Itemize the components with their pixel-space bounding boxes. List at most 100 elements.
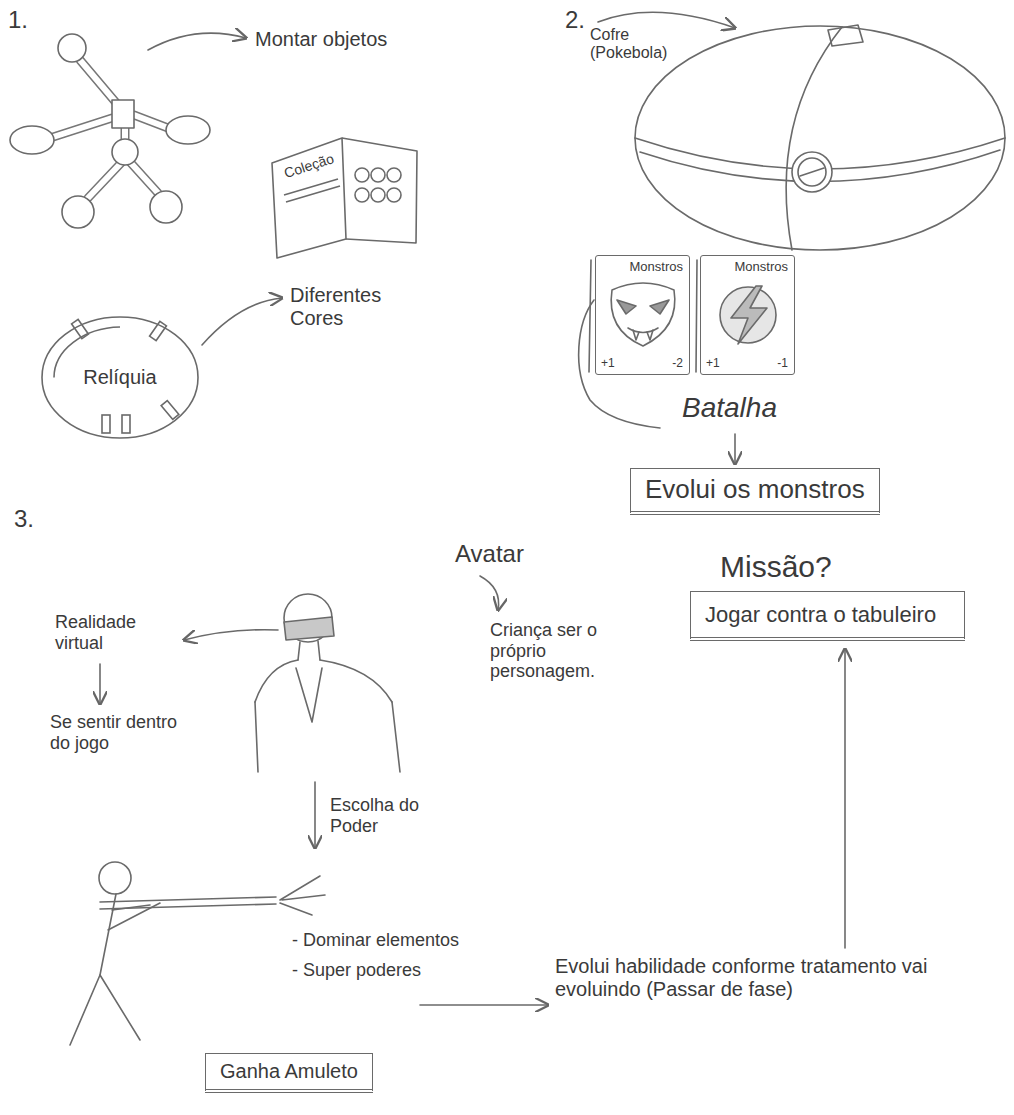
leader-arrow — [148, 33, 246, 50]
avatar-figure — [284, 617, 334, 640]
molecule-object — [130, 162, 158, 193]
note-text: Escolha do Poder — [330, 795, 440, 836]
note-text: Realidade virtual — [55, 612, 175, 653]
card-art — [647, 330, 653, 340]
leader-arrow — [598, 12, 735, 28]
molecule-object — [80, 60, 118, 105]
avatar-figure — [255, 702, 400, 772]
node-text: Monstros — [630, 260, 683, 275]
molecule-object — [112, 100, 134, 128]
card-art — [720, 287, 776, 343]
molecule-object — [121, 128, 130, 140]
molecule-object — [50, 118, 112, 138]
note-text: Avatar — [455, 540, 524, 568]
reward-box: Ganha Amuleto — [205, 1053, 373, 1093]
card-art — [611, 283, 675, 346]
node-text: Jogar contra o tabuleiro — [705, 602, 950, 627]
leader-arrow — [480, 576, 499, 610]
section-number: 3. — [14, 505, 34, 533]
molecule-object — [10, 126, 54, 154]
book-page — [342, 138, 417, 243]
book-page — [272, 138, 346, 258]
relic-gem — [161, 401, 179, 420]
avatar-figure — [296, 668, 322, 722]
result-box: Evolui os monstros — [630, 468, 880, 515]
molecule-object — [134, 115, 168, 128]
molecule-object — [50, 60, 168, 198]
relic-circle: Relíquia — [40, 315, 200, 440]
note-text: Montar objetos — [255, 28, 387, 51]
pokeball-safe — [798, 158, 826, 186]
molecule-object — [150, 191, 182, 223]
flow-arrow — [734, 434, 736, 464]
flow-arrow — [420, 1004, 548, 1006]
power-figure — [99, 862, 131, 894]
collection-slot — [371, 168, 385, 182]
collection-slot — [355, 168, 369, 182]
node-text: Evolui os monstros — [645, 475, 865, 505]
molecule-object — [88, 162, 122, 198]
flow-arrow — [99, 664, 101, 704]
molecule-object — [50, 60, 168, 198]
book-lines — [284, 179, 340, 202]
card-art — [579, 300, 660, 428]
list-item: - Dominar elementos — [292, 930, 459, 951]
flow-arrow — [314, 782, 316, 848]
section-number: 2. — [565, 6, 585, 34]
collection-slot — [371, 188, 385, 202]
relic-gem — [72, 319, 89, 338]
molecule-object — [130, 162, 158, 193]
molecule-object — [10, 34, 210, 228]
relic-gem — [150, 321, 167, 340]
power-figure — [70, 862, 325, 1045]
card-art — [617, 300, 636, 314]
power-figure — [280, 876, 325, 915]
molecule-object — [62, 196, 94, 228]
node-text: +1 — [601, 357, 615, 371]
molecule-object — [166, 116, 210, 144]
node-text: Relíquia — [83, 366, 156, 389]
relic-ring — [42, 317, 198, 438]
card-art — [696, 260, 697, 372]
molecule-object — [122, 128, 128, 140]
molecule-object — [134, 115, 168, 128]
pokeball-safe — [828, 25, 863, 46]
card-art — [589, 260, 591, 372]
node-text: -1 — [777, 357, 788, 371]
monster-card: Monstros +1 -2 — [595, 255, 690, 375]
note-text: Se sentir dentro do jogo — [50, 712, 195, 753]
section-number: 1. — [8, 6, 28, 34]
molecule-object — [88, 162, 122, 198]
node-text: -2 — [672, 357, 683, 371]
power-figure — [100, 897, 276, 909]
molecule-object — [50, 118, 112, 138]
collection-book: Coleção — [270, 135, 420, 260]
book-outline — [270, 135, 420, 260]
collection-slot — [387, 188, 401, 202]
leader-arrow — [184, 630, 278, 640]
molecule-object — [112, 139, 138, 165]
note-text: Batalha — [682, 392, 777, 424]
card-art — [633, 330, 639, 340]
relic-gem — [122, 415, 130, 433]
avatar-figure — [255, 594, 400, 772]
molecule-object — [80, 60, 118, 105]
pokeball-safe — [786, 27, 842, 250]
pokeball-safe — [635, 26, 1005, 250]
card-art — [650, 300, 669, 314]
avatar-figure — [298, 641, 320, 660]
note-text: Diferentes Cores — [290, 284, 410, 330]
node-text: Ganha Amuleto — [220, 1060, 358, 1083]
power-figure — [100, 894, 116, 975]
mission-box: Missão? Jogar contra o tabuleiro — [690, 550, 965, 641]
node-text: Missão? — [720, 550, 965, 585]
card-art — [579, 260, 776, 428]
flow-arrow — [844, 649, 846, 948]
leader-arrow — [202, 298, 282, 345]
node-text: +1 — [706, 357, 720, 371]
pokeball-safe — [792, 152, 832, 192]
avatar-figure — [255, 660, 392, 702]
node-text: Coleção — [282, 150, 336, 181]
sketch-art — [10, 12, 1005, 1045]
note-text: Cofre (Pokebola) — [590, 26, 680, 63]
